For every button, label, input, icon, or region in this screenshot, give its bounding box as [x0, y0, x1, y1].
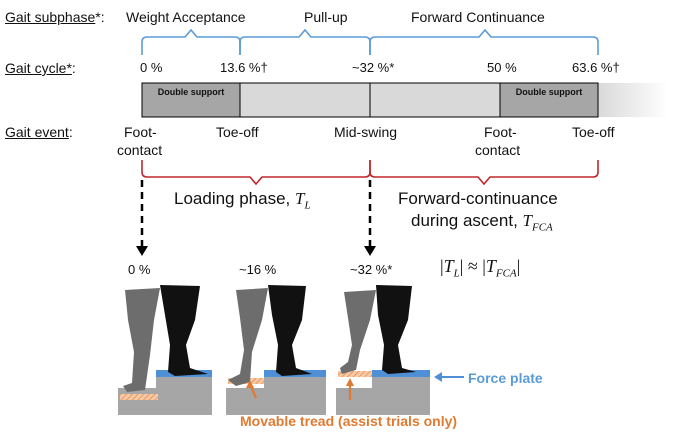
event-toe-off-2: Toe-off — [572, 124, 615, 140]
double-support-label-2: Double support — [515, 87, 583, 97]
equation-t2: T — [485, 256, 496, 276]
loading-phase-subscript: L — [304, 199, 311, 212]
tread-pointer-head-3 — [346, 378, 354, 386]
stair-lower-2 — [226, 388, 326, 415]
event-toe-off-1: Toe-off — [216, 124, 259, 140]
subphase-brackets — [141, 28, 599, 55]
loading-phase-symbol: T — [295, 189, 305, 208]
forward-continuance-symbol: T — [522, 211, 532, 230]
event-foot-contact-1a: Foot- — [124, 124, 157, 140]
stair-lower-1 — [118, 388, 212, 415]
snapshot-32: ~32 %* — [350, 262, 393, 277]
equation-bar-right: | — [516, 256, 521, 276]
double-support-box-1 — [141, 82, 241, 118]
forward-continuance-line1: Forward-continuance — [398, 189, 558, 208]
stair-step-1 — [156, 376, 212, 388]
movable-tread-1 — [120, 394, 158, 400]
snapshot-16: ~16 % — [239, 262, 277, 277]
arrow-head-2 — [364, 246, 376, 256]
snapshot-figure-2 — [226, 285, 326, 415]
double-support-label-1: Double support — [157, 87, 225, 97]
cycle-32: ~32 %* — [352, 60, 395, 75]
forward-continuance-line2: during ascent, TFCA — [411, 211, 553, 237]
cycle-63: 63.6 %† — [572, 60, 620, 75]
event-foot-contact-2b: contact — [475, 142, 521, 158]
subphase-weight-acceptance: Weight Acceptance — [126, 9, 246, 25]
force-plate-label: Force plate — [468, 370, 543, 386]
event-label: Gait event — [5, 124, 69, 140]
bracket-pull-up — [239, 28, 371, 55]
cycle-50: 50 % — [487, 60, 517, 75]
subphase-pull-up: Pull-up — [304, 9, 348, 25]
loading-phase-text: Loading phase, — [174, 189, 291, 208]
movable-tread-3 — [338, 371, 372, 377]
subphase-row-label: Gait subphase*: — [5, 9, 105, 25]
gray-leg-3 — [340, 290, 376, 374]
subphase-forward-continuance: Forward Continuance — [411, 9, 545, 25]
black-leg-3 — [376, 285, 416, 374]
event-row-label: Gait event: — [5, 124, 73, 140]
equation: |TL| ≈ |TFCA| — [440, 256, 521, 282]
dashed-arrows — [140, 180, 372, 246]
double-support-box-2 — [499, 82, 599, 118]
event-foot-contact-2a: Foot- — [484, 124, 517, 140]
subphase-label: Gait subphase — [5, 9, 96, 25]
subphase-label-star: *: — [95, 9, 105, 25]
loading-phase-label: Loading phase, TL — [174, 189, 311, 215]
equation-approx: | ≈ | — [459, 256, 486, 276]
bracket-weight-acceptance — [141, 28, 241, 55]
stair-step-2 — [264, 376, 326, 388]
event-label-colon: : — [68, 124, 73, 140]
snapshot-figure-1 — [118, 285, 212, 415]
bar-fade — [598, 83, 668, 117]
force-plate-arrow — [434, 372, 464, 382]
arrow-head-1 — [136, 246, 148, 256]
stair-lower-3 — [336, 388, 430, 415]
equation-t1: T — [443, 256, 454, 276]
cycle-label-colon: : — [71, 60, 76, 76]
cycle-row-label: Gait cycle*: — [5, 60, 76, 76]
equation-sub1: L — [453, 267, 460, 280]
forward-continuance-subscript: FCA — [532, 221, 553, 234]
bracket-loading-phase — [141, 160, 371, 186]
movable-tread-label: Movable tread (assist trials only) — [240, 413, 458, 429]
black-leg-2 — [268, 285, 312, 376]
gray-leg-2 — [228, 288, 268, 386]
event-mid-swing: Mid-swing — [334, 124, 398, 140]
gray-leg-1 — [123, 288, 160, 392]
cycle-label: Gait cycle* — [5, 60, 72, 76]
equation-sub2: FCA — [495, 267, 517, 280]
cycle-13: 13.6 %† — [220, 60, 268, 75]
bracket-forward-continuance-ascent — [369, 160, 599, 186]
black-leg-1 — [160, 285, 208, 376]
phase-brackets — [141, 160, 599, 186]
event-foot-contact-1b: contact — [117, 142, 163, 158]
stair-step-3 — [372, 376, 430, 388]
forward-continuance-text: during ascent, — [411, 211, 518, 230]
gait-cycle-bar — [141, 82, 668, 118]
snapshot-0: 0 % — [128, 262, 151, 277]
equation-bar-left: | — [440, 256, 444, 276]
tread-pointer-head-2 — [246, 380, 254, 388]
force-plate-3 — [372, 370, 430, 377]
cycle-0: 0 % — [140, 60, 163, 75]
bracket-forward-continuance — [369, 28, 599, 55]
snapshot-figure-3 — [336, 285, 430, 415]
